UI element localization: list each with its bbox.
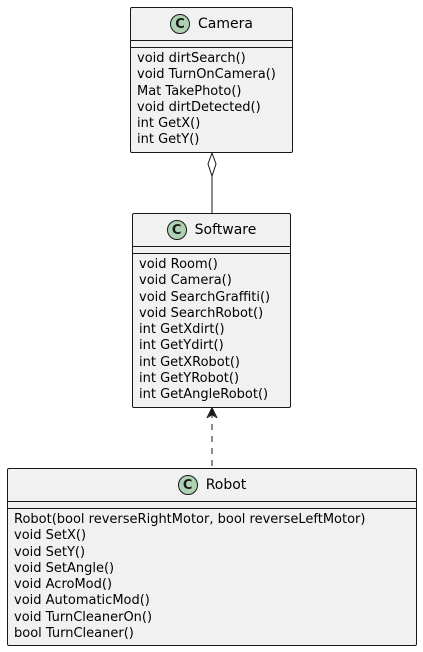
- method-item: void TurnCleanerOn(): [14, 609, 153, 625]
- method-item: int GetYdirt(): [139, 338, 224, 354]
- method-item: int GetXRobot(): [139, 354, 241, 370]
- class-divider: [8, 508, 416, 509]
- class-robot-name: Robot: [205, 477, 247, 493]
- class-stereotype-icon: C: [166, 220, 187, 240]
- method-item: void AcroMod(): [14, 577, 113, 593]
- method-item: int GetAngleRobot(): [139, 387, 269, 403]
- method-item: void AutomaticMod(): [14, 593, 150, 609]
- method-item: void TurnOnCamera(): [137, 67, 276, 83]
- class-divider: [8, 501, 416, 502]
- class-software-header: C Software: [133, 214, 290, 246]
- class-stereotype-icon: C: [177, 475, 198, 495]
- class-divider: [133, 246, 290, 247]
- method-item: bool TurnCleaner(): [14, 626, 134, 642]
- class-robot-methods: Robot(bool reverseRightMotor, bool rever…: [8, 509, 416, 646]
- dependency-relation: [206, 406, 218, 468]
- method-item: void dirtSearch(): [137, 51, 246, 66]
- method-item: Robot(bool reverseRightMotor, bool rever…: [14, 512, 366, 527]
- class-camera[interactable]: C Camera void dirtSearch() void TurnOnCa…: [130, 7, 293, 153]
- class-software-name: Software: [194, 222, 257, 238]
- class-camera-name: Camera: [198, 16, 253, 32]
- aggregation-diamond: [207, 151, 217, 178]
- method-item: int GetX(): [137, 116, 201, 132]
- class-robot[interactable]: C Robot Robot(bool reverseRightMotor, bo…: [7, 468, 417, 646]
- class-camera-header: C Camera: [131, 8, 292, 40]
- class-robot-header: C Robot: [8, 469, 416, 501]
- method-item: void SetAngle(): [14, 560, 115, 576]
- method-item: Mat TakePhoto(): [137, 83, 242, 99]
- method-item: void dirtDetected(): [137, 99, 261, 115]
- class-software[interactable]: C Software void Room() void Camera() voi…: [132, 213, 291, 408]
- method-item: int GetYRobot(): [139, 371, 240, 387]
- method-item: void SetY(): [14, 544, 86, 560]
- class-divider: [133, 253, 290, 254]
- method-item: void SearchGraffiti(): [139, 289, 271, 305]
- class-software-methods: void Room() void Camera() void SearchGra…: [133, 254, 290, 408]
- method-item: void SetX(): [14, 528, 87, 544]
- method-item: int GetXdirt(): [139, 322, 225, 338]
- class-camera-methods: void dirtSearch() void TurnOnCamera() Ma…: [131, 48, 292, 153]
- class-stereotype-icon: C: [170, 14, 191, 34]
- method-item: void Camera(): [139, 273, 232, 289]
- method-item: void Room(): [139, 257, 218, 272]
- class-divider: [131, 47, 292, 48]
- class-divider: [131, 40, 292, 41]
- aggregation-relation: [207, 151, 217, 213]
- method-item: void SearchRobot(): [139, 305, 264, 321]
- method-item: int GetY(): [137, 132, 200, 148]
